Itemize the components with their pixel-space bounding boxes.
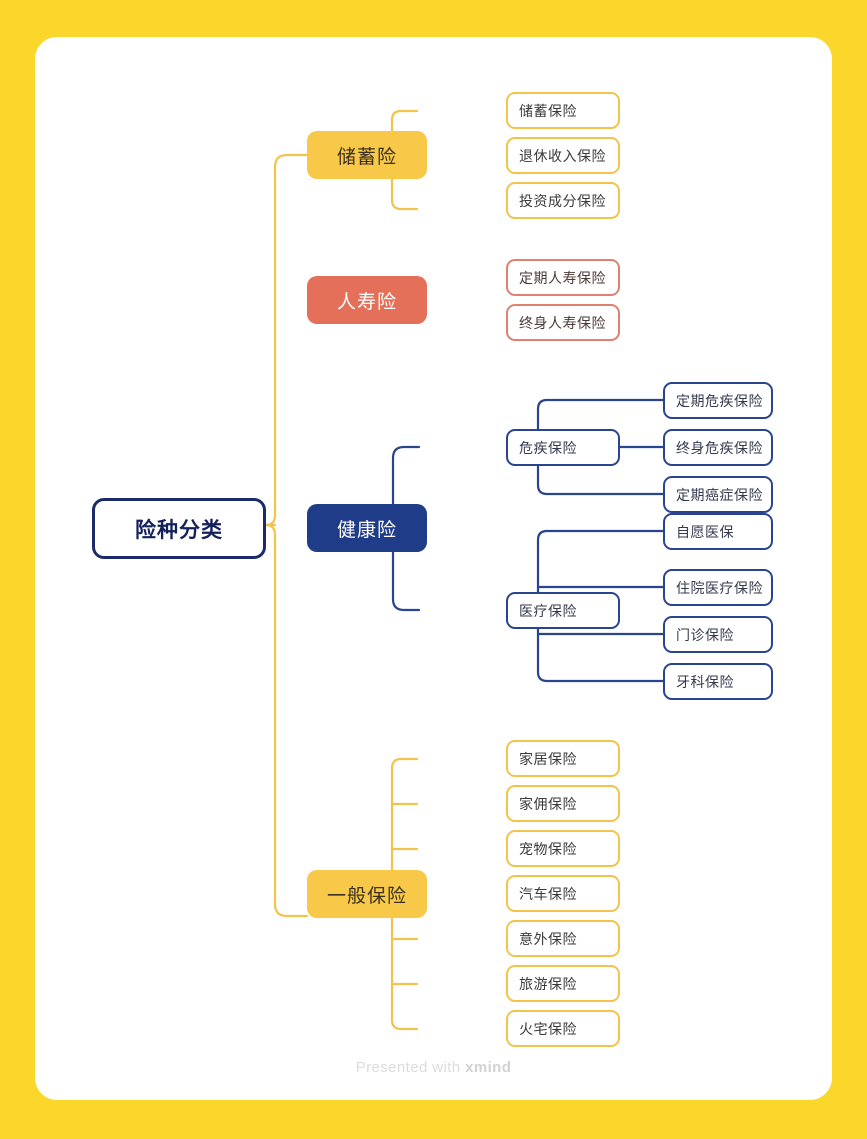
leaf-node[interactable]: 退休收入保险 (506, 137, 620, 174)
branch-node-life[interactable]: 人寿险 (307, 276, 427, 324)
leaf-node[interactable]: 宠物保险 (506, 830, 620, 867)
sub-branch-node-label: 危疾保险 (519, 439, 577, 456)
leaf-node-label: 投资成分保险 (519, 192, 606, 209)
leaf-node-label: 家居保险 (519, 750, 577, 767)
leaf-node-label: 门诊保险 (676, 626, 734, 643)
leaf-node[interactable]: 汽车保险 (506, 875, 620, 912)
leaf-node[interactable]: 家佣保险 (506, 785, 620, 822)
branch-node-health[interactable]: 健康险 (307, 504, 427, 552)
leaf-node-label: 意外保险 (519, 930, 577, 947)
leaf-node-label: 定期人寿保险 (519, 269, 606, 286)
leaf-node-label: 旅游保险 (519, 975, 577, 992)
branch-node-label: 一般保险 (326, 885, 407, 907)
leaf-node[interactable]: 自愿医保 (663, 513, 773, 550)
footer-watermark: Presented with xmind (35, 1059, 832, 1076)
leaf-node[interactable]: 家居保险 (506, 740, 620, 777)
leaf-node-label: 住院医疗保险 (676, 579, 763, 596)
leaf-node-label: 终身人寿保险 (519, 314, 606, 331)
sub-branch-node-critical-illness[interactable]: 危疾保险 (506, 429, 620, 466)
leaf-node[interactable]: 门诊保险 (663, 616, 773, 653)
branch-node-label: 健康险 (336, 519, 397, 541)
mindmap-card: 险种分类 储蓄险 储蓄保险 退休收入保险 投资成分保险 人寿险 定期人寿保险 终… (35, 37, 832, 1100)
leaf-node-label: 牙科保险 (676, 673, 734, 690)
leaf-node-label: 宠物保险 (519, 840, 577, 857)
sub-branch-node-label: 医疗保险 (519, 602, 577, 619)
branch-node-general[interactable]: 一般保险 (307, 870, 427, 918)
leaf-node-label: 汽车保险 (519, 885, 577, 902)
leaf-node[interactable]: 火宅保险 (506, 1010, 620, 1047)
leaf-node-label: 自愿医保 (676, 523, 734, 540)
leaf-node[interactable]: 住院医疗保险 (663, 569, 773, 606)
mindmap-canvas[interactable]: 险种分类 储蓄险 储蓄保险 退休收入保险 投资成分保险 人寿险 定期人寿保险 终… (35, 37, 832, 1100)
footer-prefix: Presented with (355, 1059, 466, 1076)
leaf-node-label: 家佣保险 (519, 795, 577, 812)
sub-branch-node-medical[interactable]: 医疗保险 (506, 592, 620, 629)
leaf-node[interactable]: 终身危疾保险 (663, 429, 773, 466)
leaf-node[interactable]: 意外保险 (506, 920, 620, 957)
root-node[interactable]: 险种分类 (92, 498, 266, 559)
leaf-node[interactable]: 定期危疾保险 (663, 382, 773, 419)
leaf-node-label: 火宅保险 (519, 1020, 577, 1037)
footer-brand: xmind (465, 1059, 512, 1076)
leaf-node-label: 退休收入保险 (519, 147, 606, 164)
leaf-node[interactable]: 定期癌症保险 (663, 476, 773, 513)
leaf-node[interactable]: 定期人寿保险 (506, 259, 620, 296)
branch-node-savings[interactable]: 储蓄险 (307, 131, 427, 179)
leaf-node[interactable]: 终身人寿保险 (506, 304, 620, 341)
leaf-node[interactable]: 投资成分保险 (506, 182, 620, 219)
branch-node-label: 人寿险 (336, 291, 397, 313)
leaf-node-label: 储蓄保险 (519, 102, 577, 119)
root-node-label: 险种分类 (135, 518, 223, 542)
leaf-node-label: 定期癌症保险 (676, 486, 763, 503)
leaf-node[interactable]: 牙科保险 (663, 663, 773, 700)
leaf-node-label: 定期危疾保险 (676, 392, 763, 409)
branch-node-label: 储蓄险 (336, 146, 397, 168)
leaf-node[interactable]: 旅游保险 (506, 965, 620, 1002)
leaf-node[interactable]: 储蓄保险 (506, 92, 620, 129)
leaf-node-label: 终身危疾保险 (676, 439, 763, 456)
